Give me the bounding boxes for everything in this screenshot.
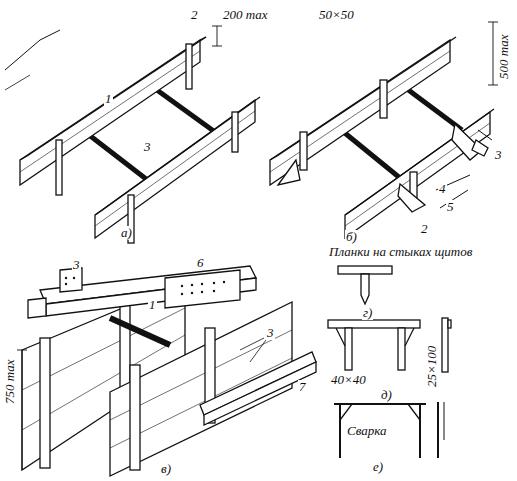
view-e — [334, 402, 444, 458]
part-label: 1 — [148, 298, 157, 312]
part-label: Сварка — [346, 424, 387, 438]
part-label: 750 max — [3, 359, 17, 405]
part-label: е) — [372, 460, 384, 474]
part-label: 3 — [494, 148, 503, 162]
part-label: 40×40 — [330, 373, 367, 387]
part-label: 4 — [438, 182, 447, 196]
part-label: д) — [380, 388, 393, 402]
view-g — [338, 266, 392, 304]
part-label: а) — [120, 226, 133, 240]
part-label: 3 — [72, 258, 81, 272]
view-a — [5, 26, 260, 243]
part-label: 7 — [298, 380, 307, 394]
view-v — [17, 266, 316, 476]
part-label: 2 — [420, 222, 429, 236]
part-label: 1 — [104, 92, 113, 106]
part-label: 3 — [266, 326, 275, 340]
part-label: 6 — [196, 256, 205, 270]
part-label: в) — [160, 462, 172, 476]
view-b — [270, 22, 498, 238]
part-label: 500 max — [497, 34, 511, 80]
part-label: 200 max — [222, 8, 268, 22]
part-label: б) — [345, 230, 358, 244]
part-label: Планки на стыках щитов — [328, 245, 473, 259]
part-label: 50×50 — [318, 8, 355, 22]
part-label: 5 — [446, 200, 455, 214]
part-label: г) — [362, 306, 373, 320]
part-label: 25×100 — [425, 345, 439, 388]
part-label: 2 — [190, 8, 199, 22]
part-label: 3 — [143, 140, 152, 154]
